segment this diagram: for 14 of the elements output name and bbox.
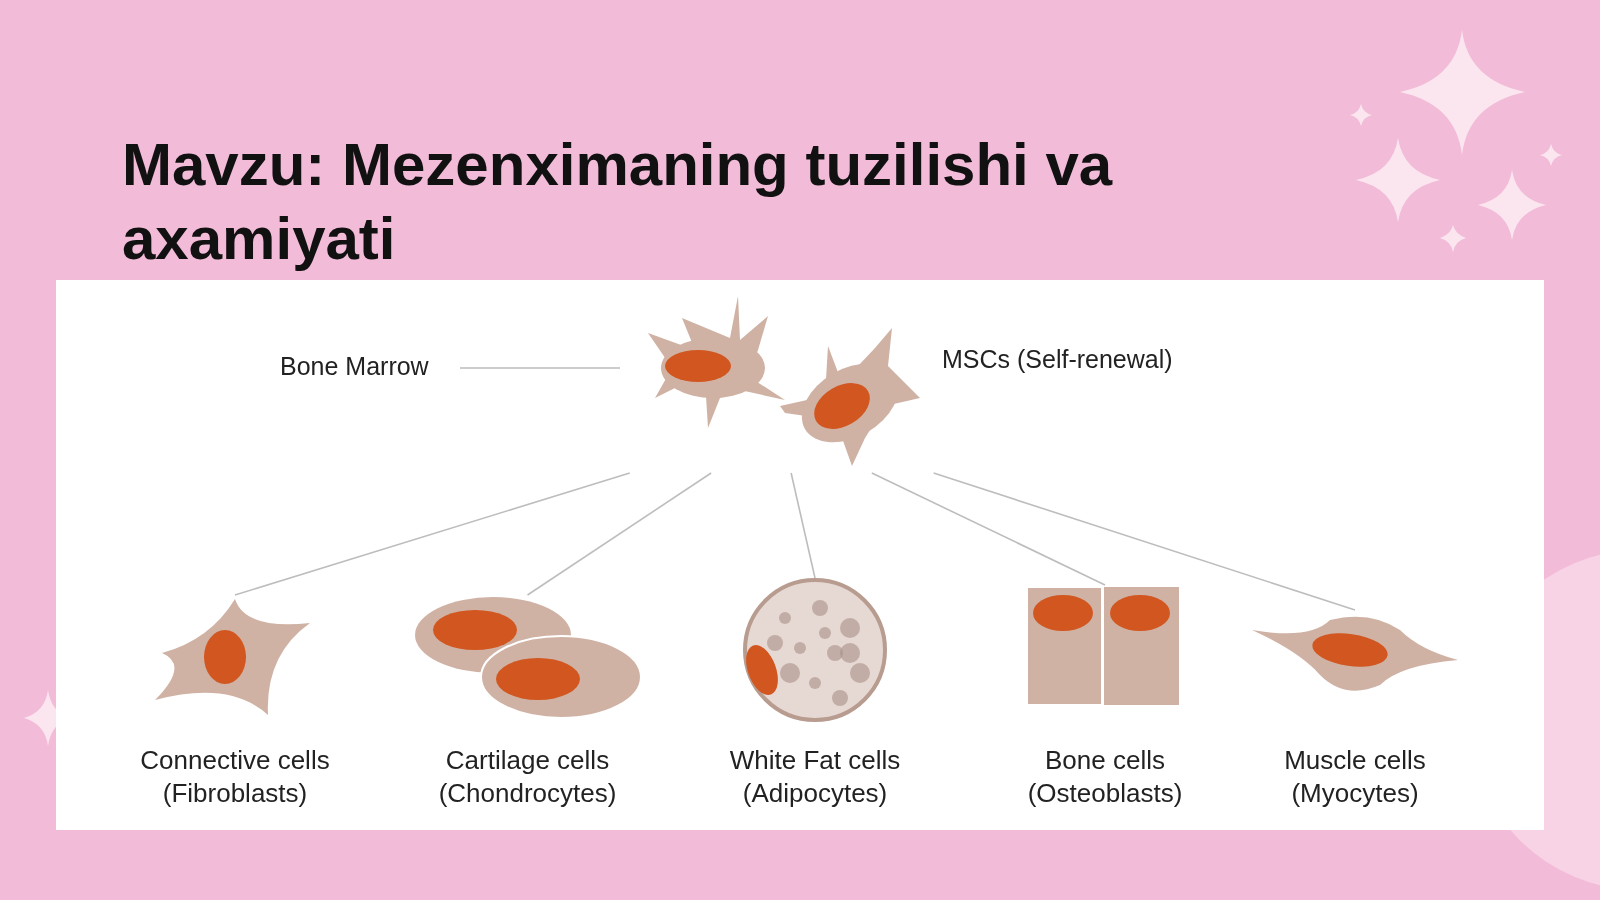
- cell-type-label: Cartilage cells (Chondrocytes): [437, 744, 618, 810]
- cell-label: MSCs (Self-renewal): [942, 345, 1173, 374]
- connector-line: [234, 472, 631, 596]
- cell-type-label: Connective cells (Fibroblasts): [139, 744, 331, 810]
- title: Mavzu: Mezenximaning tuzilishi va axamiyati: [122, 130, 1114, 274]
- cell-type-label: Muscle cells (Myocytes): [1283, 744, 1427, 810]
- cell-type-label: Bone cells (Osteoblasts): [1026, 744, 1184, 810]
- connector-line: [871, 472, 1106, 586]
- connector-line: [526, 472, 712, 596]
- connector-line: [790, 472, 816, 579]
- connector-line: [459, 367, 621, 369]
- cell-type-label: White Fat cells (Adipocytes): [728, 744, 902, 810]
- part-label: Bone Marrow: [280, 348, 460, 384]
- connector-line: [932, 472, 1356, 611]
